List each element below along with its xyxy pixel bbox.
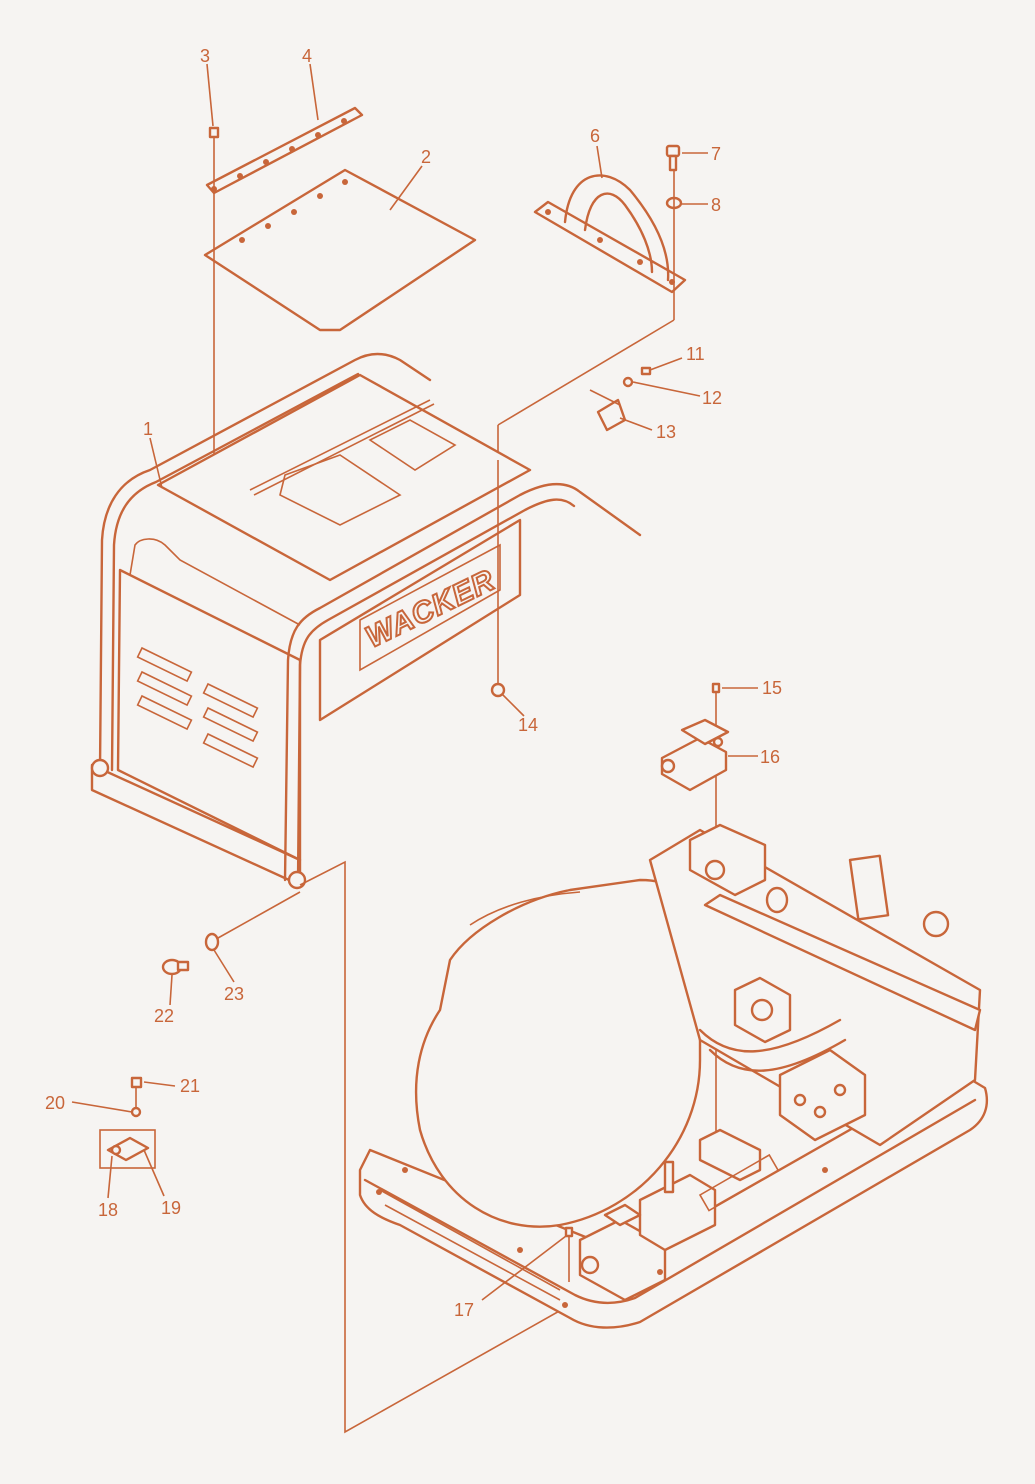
vent-slots [136,646,259,769]
callout-12: 12 [702,388,722,408]
callout-20: 20 [45,1093,65,1113]
part-17-screw [564,1226,574,1282]
callout-11: 11 [686,344,705,364]
part-6-lifting-bracket [533,174,687,294]
callout-1: 1 [143,419,153,439]
part-4-clamp-strip [205,106,364,195]
callout-23: 23 [224,984,244,1004]
callout-16: 16 [760,747,780,767]
leader-lines [71,63,758,1301]
part-16-valve [660,718,730,792]
callout-7: 7 [711,144,721,164]
callout-19: 19 [161,1198,181,1218]
part-23-washer [204,891,301,952]
part-13-clip [589,389,627,432]
callout-numbers: 3 4 2 6 7 8 11 12 13 1 14 15 16 22 23 21… [45,46,782,1320]
callout-13: 13 [656,422,676,442]
callout-18: 18 [98,1200,118,1220]
callout-2: 2 [421,147,431,167]
assembly-guide-line [299,860,571,1434]
callout-14: 14 [518,715,538,735]
base-plate-assembly [358,823,989,1329]
callout-17: 17 [454,1300,474,1320]
part-12-washer [622,376,634,388]
part-11-screw [640,366,652,376]
part-3-screw [208,126,220,460]
part-7-bolt [665,144,681,172]
part-1-cover-housing [90,352,642,890]
callout-21: 21 [180,1076,200,1096]
part-14-nut [490,460,506,698]
callout-4: 4 [302,46,312,66]
part-21-screw [130,1076,143,1108]
callout-6: 6 [590,126,600,146]
part-20-washer [130,1106,142,1118]
part-2-cover-plate [203,168,477,332]
part-18-19-switch-bracket [99,1129,156,1169]
part-22-bolt [161,958,190,976]
callout-3: 3 [200,46,210,66]
callout-22: 22 [154,1006,174,1026]
part-8-washer [497,170,683,460]
callout-15: 15 [762,678,782,698]
callout-8: 8 [711,195,721,215]
